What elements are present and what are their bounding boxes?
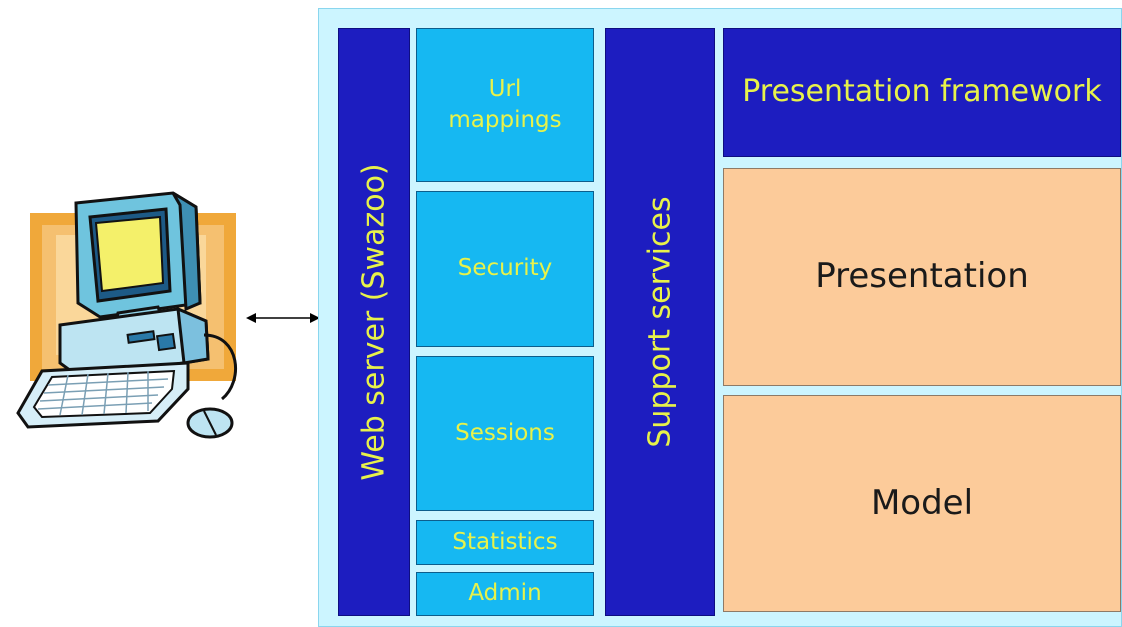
sessions-label: Sessions <box>455 419 555 446</box>
presentation-framework-block: Presentation framework <box>723 28 1121 157</box>
presentation-framework-label: Presentation framework <box>742 74 1102 110</box>
model-block: Model <box>723 395 1121 612</box>
model-label: Model <box>870 482 974 523</box>
security-block: Security <box>416 191 594 347</box>
web-server-block: Web server (Swazoo) <box>338 28 410 616</box>
admin-block: Admin <box>416 572 594 616</box>
security-label: Security <box>457 255 553 282</box>
statistics-label: Statistics <box>452 528 558 555</box>
support-services-label: Support services <box>642 196 678 448</box>
presentation-block: Presentation <box>723 168 1121 386</box>
presentation-label: Presentation <box>815 256 1029 297</box>
double-arrow-icon <box>246 308 320 328</box>
url-mappings-block: Url mappings <box>416 28 594 182</box>
statistics-block: Statistics <box>416 520 594 565</box>
desktop-computer-icon <box>8 185 250 445</box>
web-server-label: Web server (Swazoo) <box>356 163 392 481</box>
url-mappings-label: Url mappings <box>448 75 562 133</box>
support-services-block: Support services <box>605 28 715 616</box>
admin-label: Admin <box>468 580 542 607</box>
sessions-block: Sessions <box>416 356 594 511</box>
